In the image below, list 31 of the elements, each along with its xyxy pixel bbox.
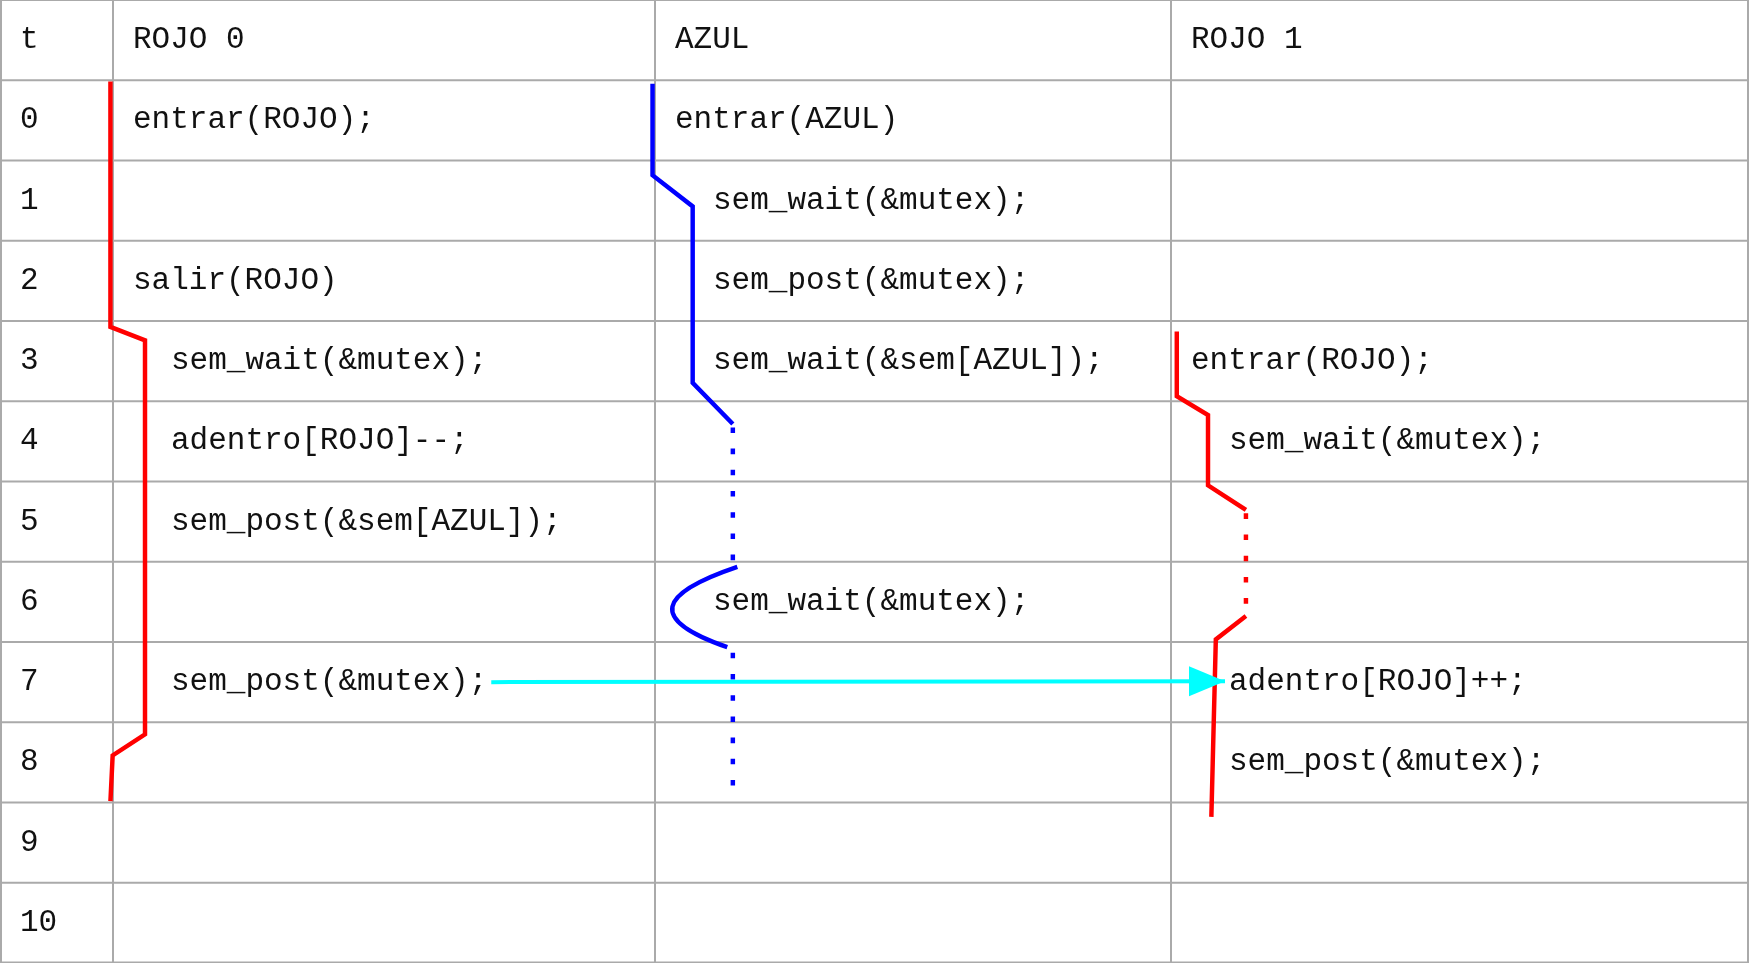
code-text: entrar(ROJO); — [1191, 343, 1433, 380]
code-text: entrar(AZUL) — [675, 102, 899, 139]
row-number: 8 — [20, 744, 39, 781]
code-text: sem_wait(&mutex); — [171, 343, 488, 380]
row-number: 4 — [20, 423, 39, 460]
column-header: AZUL — [675, 22, 750, 59]
column-header: ROJO 1 — [1191, 22, 1303, 59]
code-text: sem_wait(&mutex); — [713, 182, 1030, 219]
code-text: sem_wait(&sem[AZUL]); — [713, 343, 1104, 380]
arrow — [491, 666, 1225, 697]
code-text: salir(ROJO) — [133, 262, 338, 299]
code-text: sem_post(&mutex); — [713, 262, 1030, 299]
column-header: t — [20, 22, 39, 59]
code-text: adentro[ROJO]--; — [171, 423, 469, 460]
code-text: sem_wait(&mutex); — [713, 583, 1030, 620]
row-number: 6 — [20, 583, 39, 620]
column-header: ROJO 0 — [133, 22, 245, 59]
row-number: 5 — [20, 503, 39, 540]
row-number: 2 — [20, 262, 39, 299]
row-number: 0 — [20, 102, 39, 139]
code-text: sem_post(&sem[AZUL]); — [171, 503, 562, 540]
code-text: sem_post(&mutex); — [171, 664, 488, 701]
row-number: 10 — [20, 904, 58, 941]
row-number: 7 — [20, 664, 39, 701]
code-text: sem_wait(&mutex); — [1229, 423, 1546, 460]
row-number: 9 — [20, 824, 39, 861]
code-text: sem_post(&mutex); — [1229, 744, 1546, 781]
code-text: adentro[ROJO]++; — [1229, 664, 1527, 701]
code-text: entrar(ROJO); — [133, 102, 375, 139]
row-number: 3 — [20, 343, 39, 380]
row-number: 1 — [20, 182, 39, 219]
